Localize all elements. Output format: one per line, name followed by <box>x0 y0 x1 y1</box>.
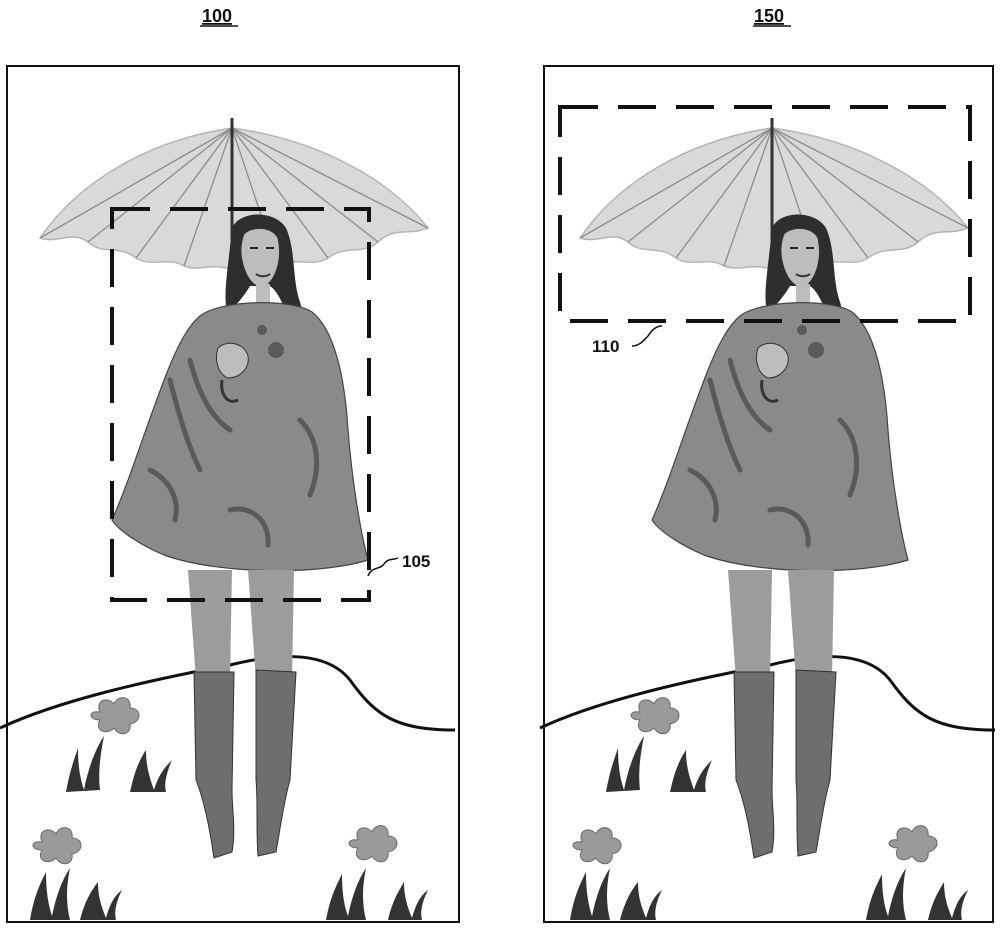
ref-label-110: 110 <box>592 337 619 356</box>
leader-line-110 <box>631 325 663 347</box>
panel-title-150: 150 <box>754 6 784 26</box>
bounding-box-110 <box>558 105 972 323</box>
panel-100: 100 105 <box>0 6 460 923</box>
panel-150: 150 110 <box>540 6 995 923</box>
bounding-box-105 <box>110 207 371 602</box>
ref-label-105: 105 <box>402 552 430 571</box>
leader-line-105 <box>367 557 399 577</box>
panel-title-100: 100 <box>202 6 232 26</box>
